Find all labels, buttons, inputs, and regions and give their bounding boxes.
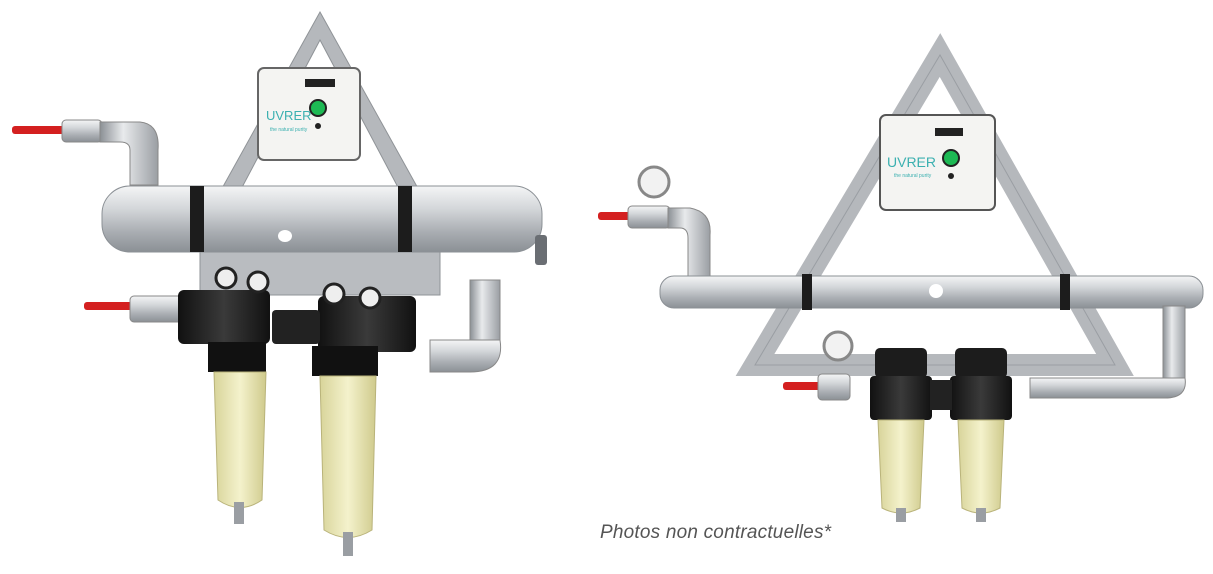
pressure-gauge-icon	[246, 270, 270, 294]
status-light	[309, 99, 327, 117]
outlet-pipe	[429, 279, 502, 373]
inlet-valve	[598, 165, 711, 279]
filter-head-1	[870, 348, 932, 420]
filter-inlet-valve	[783, 330, 854, 401]
pressure-gauge-icon	[322, 282, 346, 306]
pressure-gauge-icon	[822, 330, 854, 362]
filter-head-2	[930, 348, 1012, 420]
filter-bowl-1	[877, 419, 925, 522]
pressure-gauge-icon	[358, 286, 382, 310]
inlet-valve	[12, 119, 159, 186]
brand-logo: UVRER	[266, 108, 312, 123]
filter-bowl-1	[213, 371, 267, 524]
status-light	[942, 149, 960, 167]
filter-head-1	[178, 266, 270, 372]
control-box: UVRER the natural purity	[257, 67, 361, 161]
brand-tagline: the natural purity	[270, 127, 308, 133]
filter-bowl-2	[957, 419, 1005, 522]
pressure-gauge-icon	[214, 266, 238, 290]
uv-reactor-tube	[659, 274, 1204, 310]
uv-unit-right: UVRER the natural purity	[598, 33, 1204, 522]
disclaimer-caption: Photos non contractuelles*	[600, 522, 832, 543]
filter-bowl-2	[319, 375, 377, 556]
outlet-pipe	[1029, 305, 1186, 399]
brand-tagline: the natural purity	[894, 173, 932, 179]
pressure-gauge-icon	[637, 165, 671, 199]
control-box: UVRER the natural purity	[879, 114, 996, 211]
brand-logo: UVRER	[887, 154, 936, 170]
uv-reactor-tube	[101, 185, 547, 265]
uv-unit-left: UVRER the natural purity	[12, 10, 547, 556]
filter-inlet-valve	[84, 295, 183, 323]
mounting-frame	[735, 33, 1134, 376]
filter-head-2	[272, 282, 416, 376]
